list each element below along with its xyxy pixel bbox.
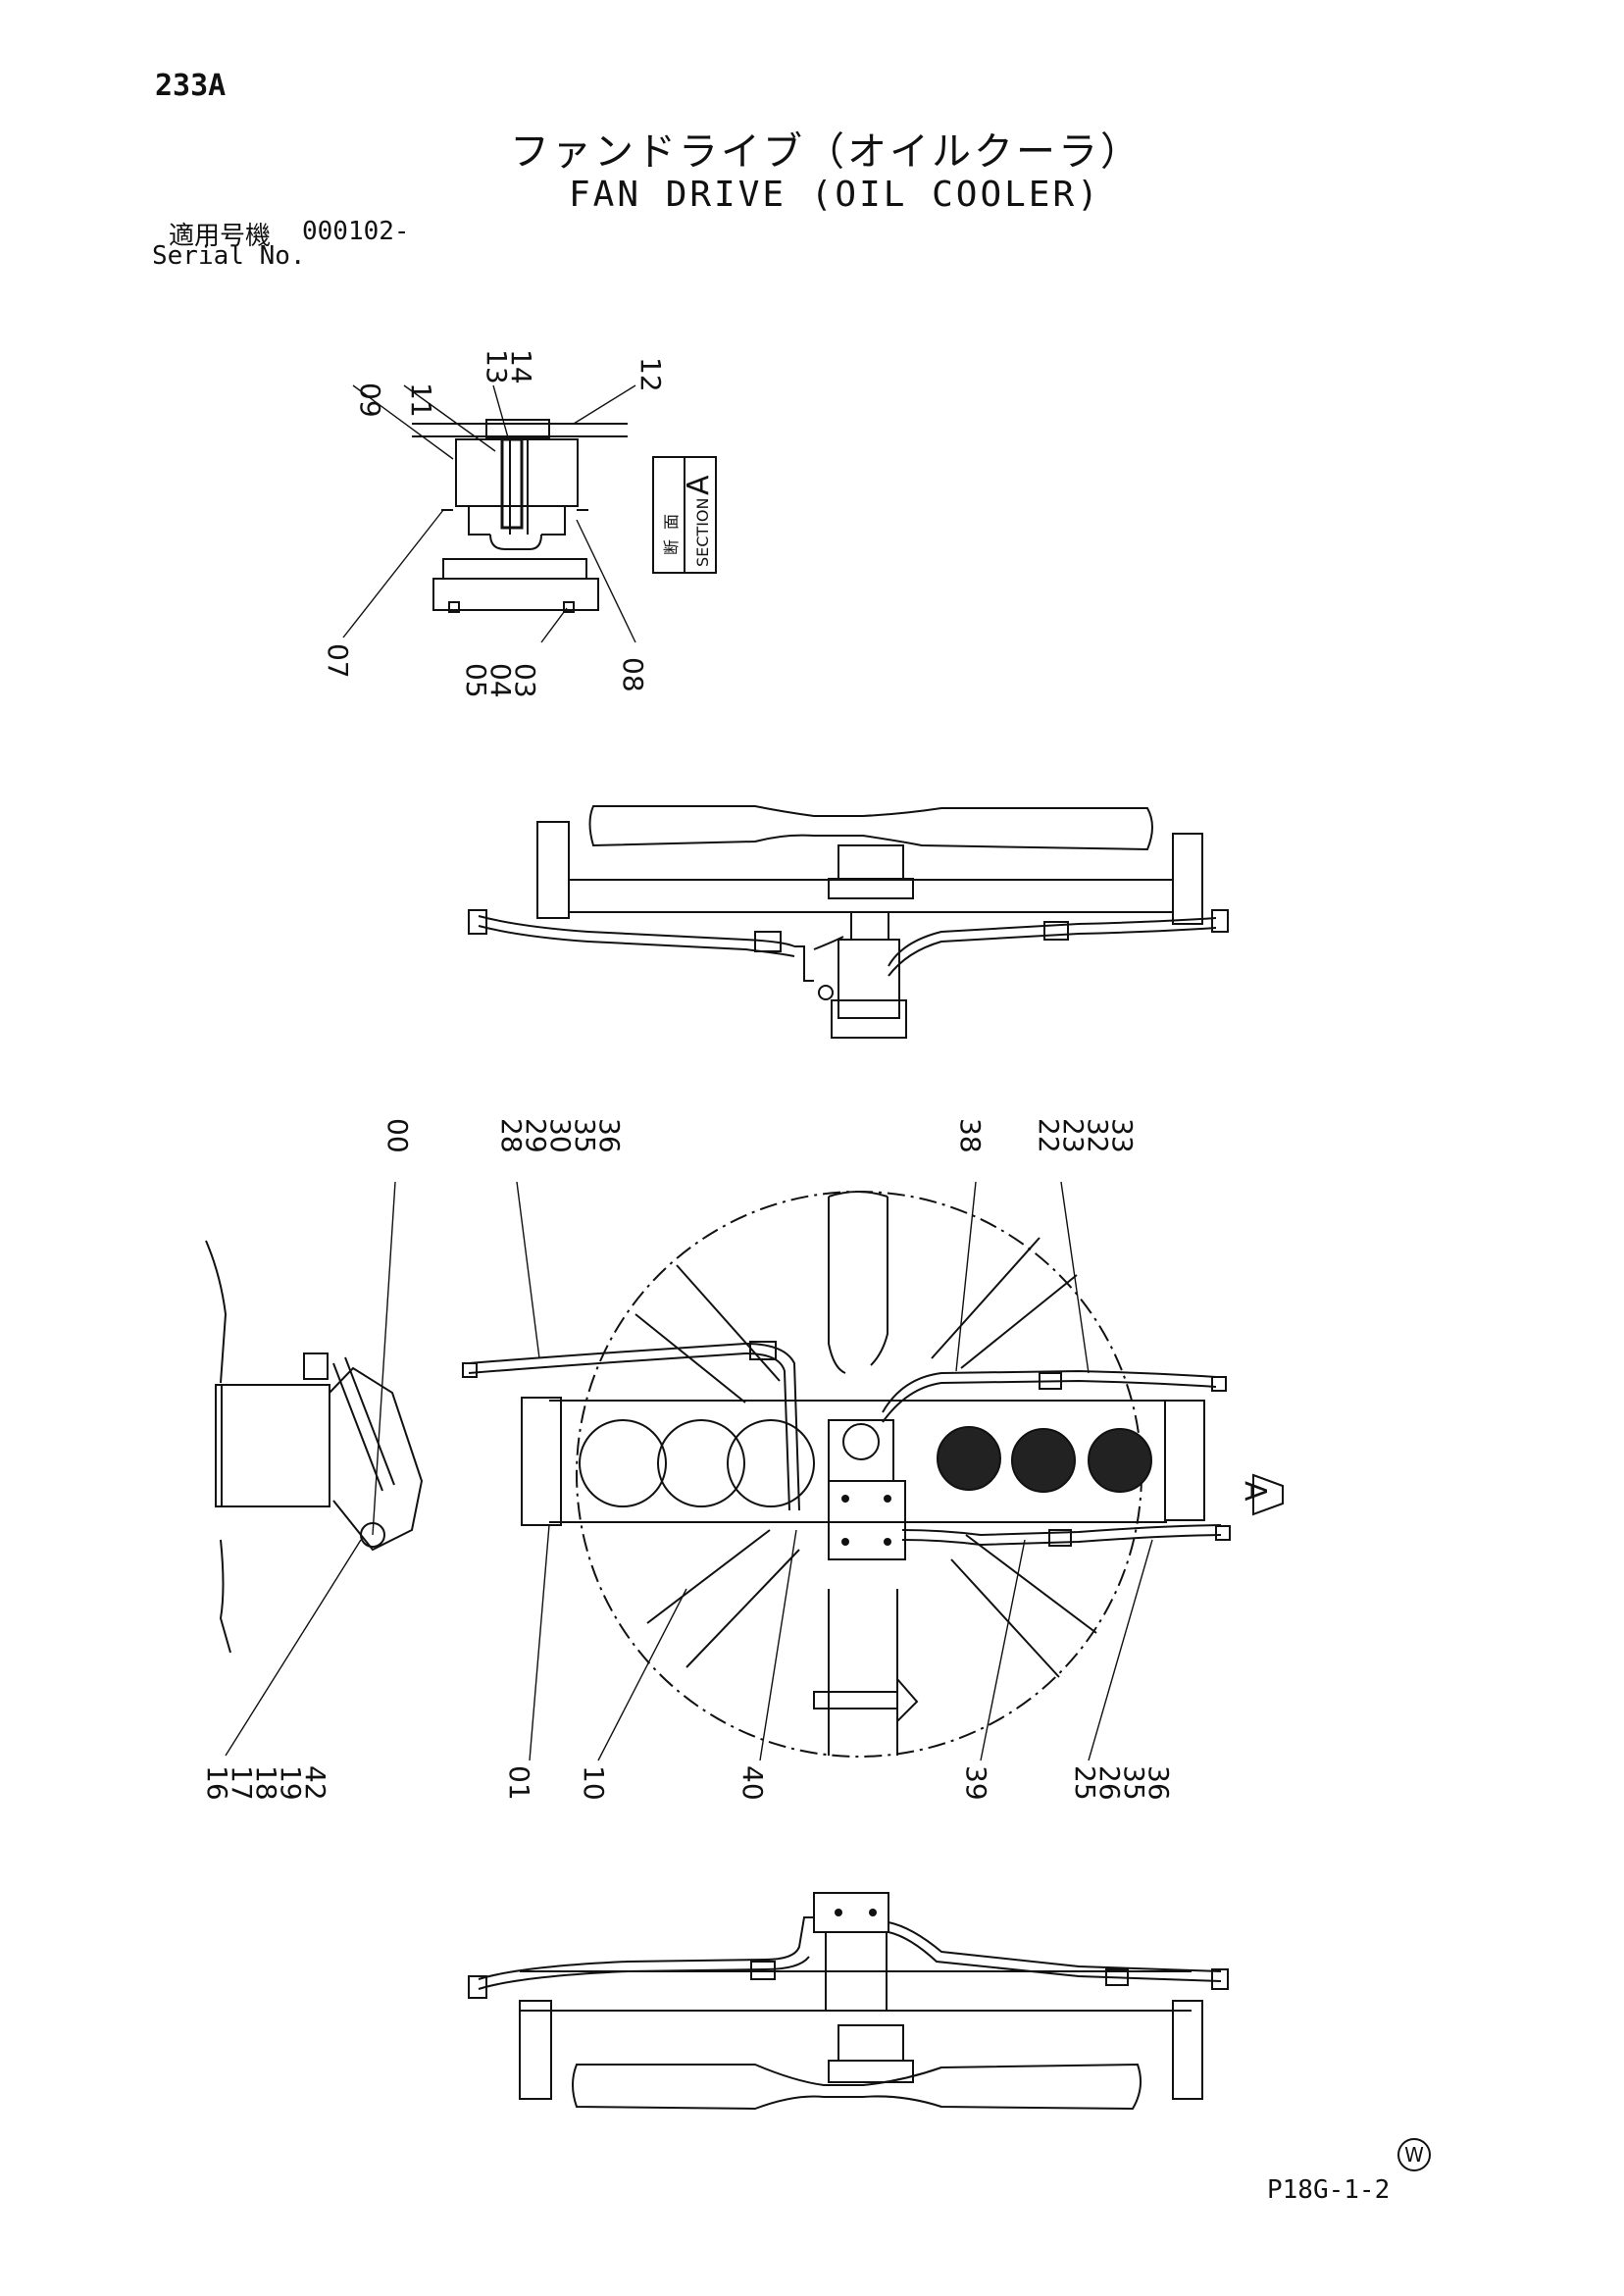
view-arrow-letter: A xyxy=(1238,1481,1272,1502)
callout-35b: 35 xyxy=(1118,1765,1150,1801)
left-side-view xyxy=(205,1240,424,1654)
callout-40: 40 xyxy=(736,1765,769,1801)
callout-00: 00 xyxy=(381,1118,414,1153)
callout-04: 04 xyxy=(484,663,517,698)
callout-29: 29 xyxy=(520,1118,552,1153)
callout-36a: 36 xyxy=(593,1118,626,1153)
callout-17: 17 xyxy=(226,1765,258,1801)
main-plan-view: A xyxy=(462,1191,1284,1758)
callout-35a: 35 xyxy=(569,1118,601,1153)
callout-19: 19 xyxy=(275,1765,307,1801)
callout-33: 33 xyxy=(1106,1118,1139,1153)
callout-13: 13 xyxy=(481,349,513,384)
section-jp-1: 断 xyxy=(662,539,681,555)
bottom-view xyxy=(468,1892,1229,2111)
serial-value: 000102- xyxy=(302,217,410,246)
callout-09: 09 xyxy=(354,383,386,418)
callout-10: 10 xyxy=(578,1765,610,1801)
callout-01: 01 xyxy=(503,1765,535,1801)
serial-label-english: Serial No. xyxy=(152,241,306,271)
callout-11: 11 xyxy=(405,383,437,418)
callout-05: 05 xyxy=(460,663,492,698)
section-jp-2: 面 xyxy=(662,514,681,530)
callout-26: 26 xyxy=(1093,1765,1126,1801)
callout-08: 08 xyxy=(617,657,649,692)
w-mark: W xyxy=(1397,2138,1431,2171)
section-letter: A xyxy=(682,475,716,495)
callout-07: 07 xyxy=(322,643,354,679)
serial-label-japanese: 適用号機 xyxy=(169,222,272,251)
callout-03: 03 xyxy=(509,663,541,698)
callout-36b: 36 xyxy=(1142,1765,1175,1801)
section-a-detail: 断 面 SECTION A 09 11 13 14 12 07 05 04 03… xyxy=(322,349,717,698)
callout-labels: 00 28 29 30 35 36 38 22 23 32 33 16 17 1… xyxy=(201,1118,1175,1801)
callout-25: 25 xyxy=(1069,1765,1101,1801)
document-code: P18G-1-2 xyxy=(1267,2175,1391,2205)
callout-23: 23 xyxy=(1057,1118,1090,1153)
callout-42: 42 xyxy=(299,1765,331,1801)
section-en: SECTION xyxy=(693,498,712,568)
callout-28: 28 xyxy=(495,1118,528,1153)
callout-22: 22 xyxy=(1033,1118,1065,1153)
main-view-leaders xyxy=(225,1181,1153,1761)
callout-39: 39 xyxy=(960,1765,992,1801)
callout-38: 38 xyxy=(954,1118,987,1153)
callout-12: 12 xyxy=(634,357,667,392)
callout-14: 14 xyxy=(505,349,537,384)
callout-32: 32 xyxy=(1082,1118,1114,1153)
page-code: 233A xyxy=(155,69,227,103)
callout-30: 30 xyxy=(544,1118,577,1153)
callout-16: 16 xyxy=(201,1765,233,1801)
callout-18: 18 xyxy=(250,1765,282,1801)
title-japanese: ファンドライブ（オイルクーラ） xyxy=(510,129,1142,175)
title-english: FAN DRIVE (OIL COOLER) xyxy=(569,175,1101,215)
top-side-view xyxy=(468,805,1229,1039)
